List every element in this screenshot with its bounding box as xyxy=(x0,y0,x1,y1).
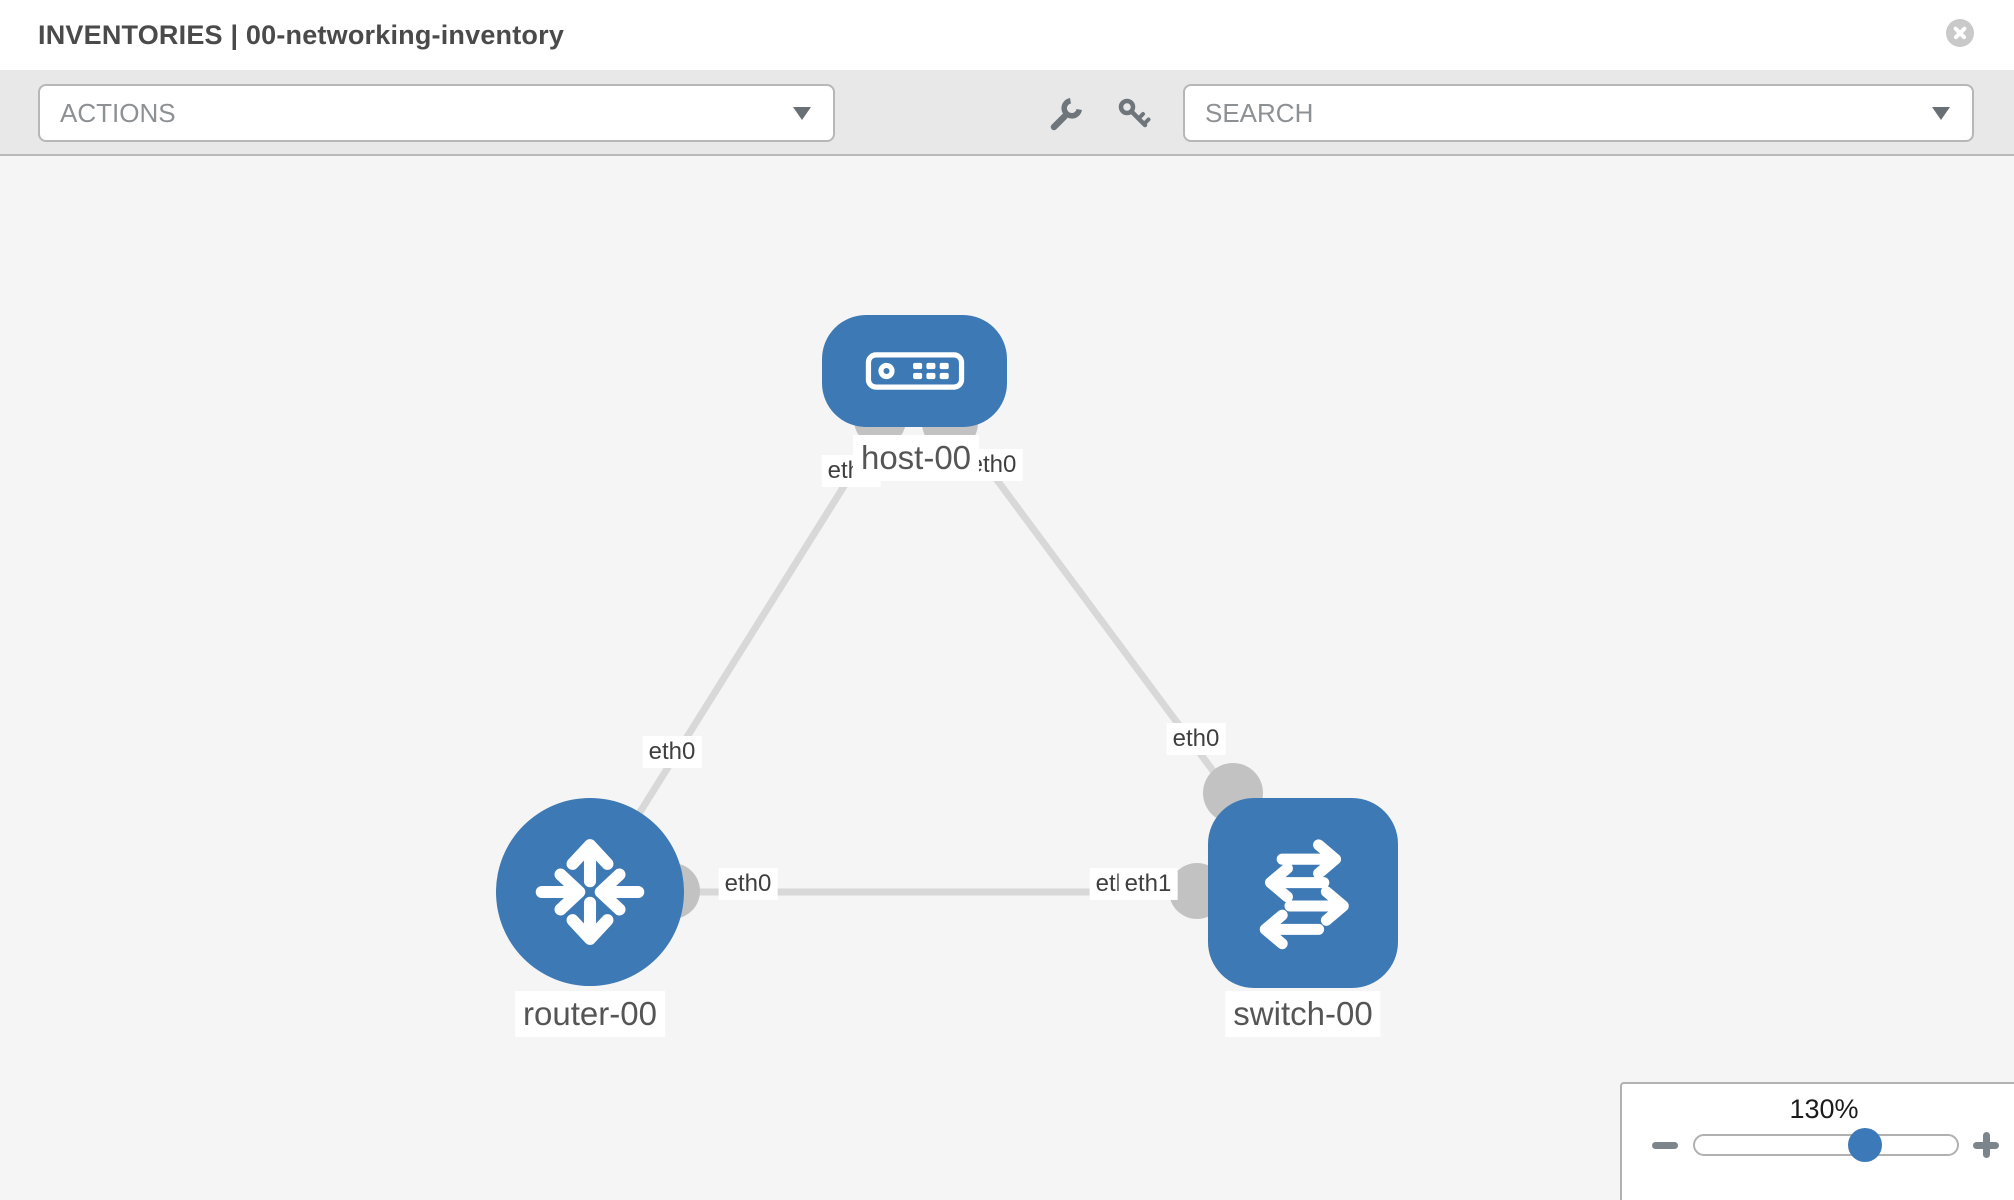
interface-label-host-switch-at-switch: eth0 xyxy=(1166,723,1226,755)
search-dropdown-label: SEARCH xyxy=(1205,98,1314,128)
actions-dropdown-label: ACTIONS xyxy=(60,98,176,128)
zoom-panel: 130% xyxy=(1620,1082,2014,1200)
toolbar: ACTIONS SEARCH xyxy=(0,70,2014,156)
switch-icon xyxy=(1259,839,1349,950)
node-label-router: router-00 xyxy=(515,991,665,1037)
topology-canvas[interactable]: eth0 eth0 eth0 eth0 eth0 eth0 eth1 host-… xyxy=(0,156,2014,1200)
interface-label-router-switch-at-router: eth0 xyxy=(718,868,778,900)
zoom-level: 130% xyxy=(1789,1094,1859,1124)
chevron-down-icon xyxy=(793,107,811,120)
node-label-host: host-00 xyxy=(852,435,980,481)
actions-dropdown[interactable]: ACTIONS xyxy=(38,84,835,142)
node-switch[interactable] xyxy=(1208,798,1398,988)
zoom-slider-track[interactable] xyxy=(1693,1134,1959,1156)
links-layer xyxy=(587,368,1306,919)
minus-icon xyxy=(1652,1141,1678,1149)
search-dropdown[interactable]: SEARCH xyxy=(1183,84,1974,142)
close-button[interactable] xyxy=(1946,19,1974,47)
page-title: INVENTORIES | 00-networking-inventory xyxy=(38,20,565,50)
host-server-icon xyxy=(865,352,964,390)
zoom-out-button[interactable] xyxy=(1643,1123,1687,1167)
zoom-in-button[interactable] xyxy=(1964,1123,2008,1167)
zoom-slider-thumb[interactable] xyxy=(1848,1128,1882,1162)
router-icon xyxy=(535,839,645,945)
node-host[interactable] xyxy=(822,315,1007,427)
node-label-switch: switch-00 xyxy=(1225,991,1381,1037)
interface-label-router-switch-at-switch: eth1 xyxy=(1118,868,1178,900)
plus-icon xyxy=(1982,1132,1990,1158)
header: INVENTORIES | 00-networking-inventory xyxy=(0,0,2014,70)
wrench-icon[interactable] xyxy=(1048,96,1084,132)
key-icon[interactable] xyxy=(1116,96,1152,132)
interface-label-host-router-at-router: eth0 xyxy=(642,736,702,768)
chevron-down-icon xyxy=(1932,107,1950,120)
node-router[interactable] xyxy=(496,798,684,986)
